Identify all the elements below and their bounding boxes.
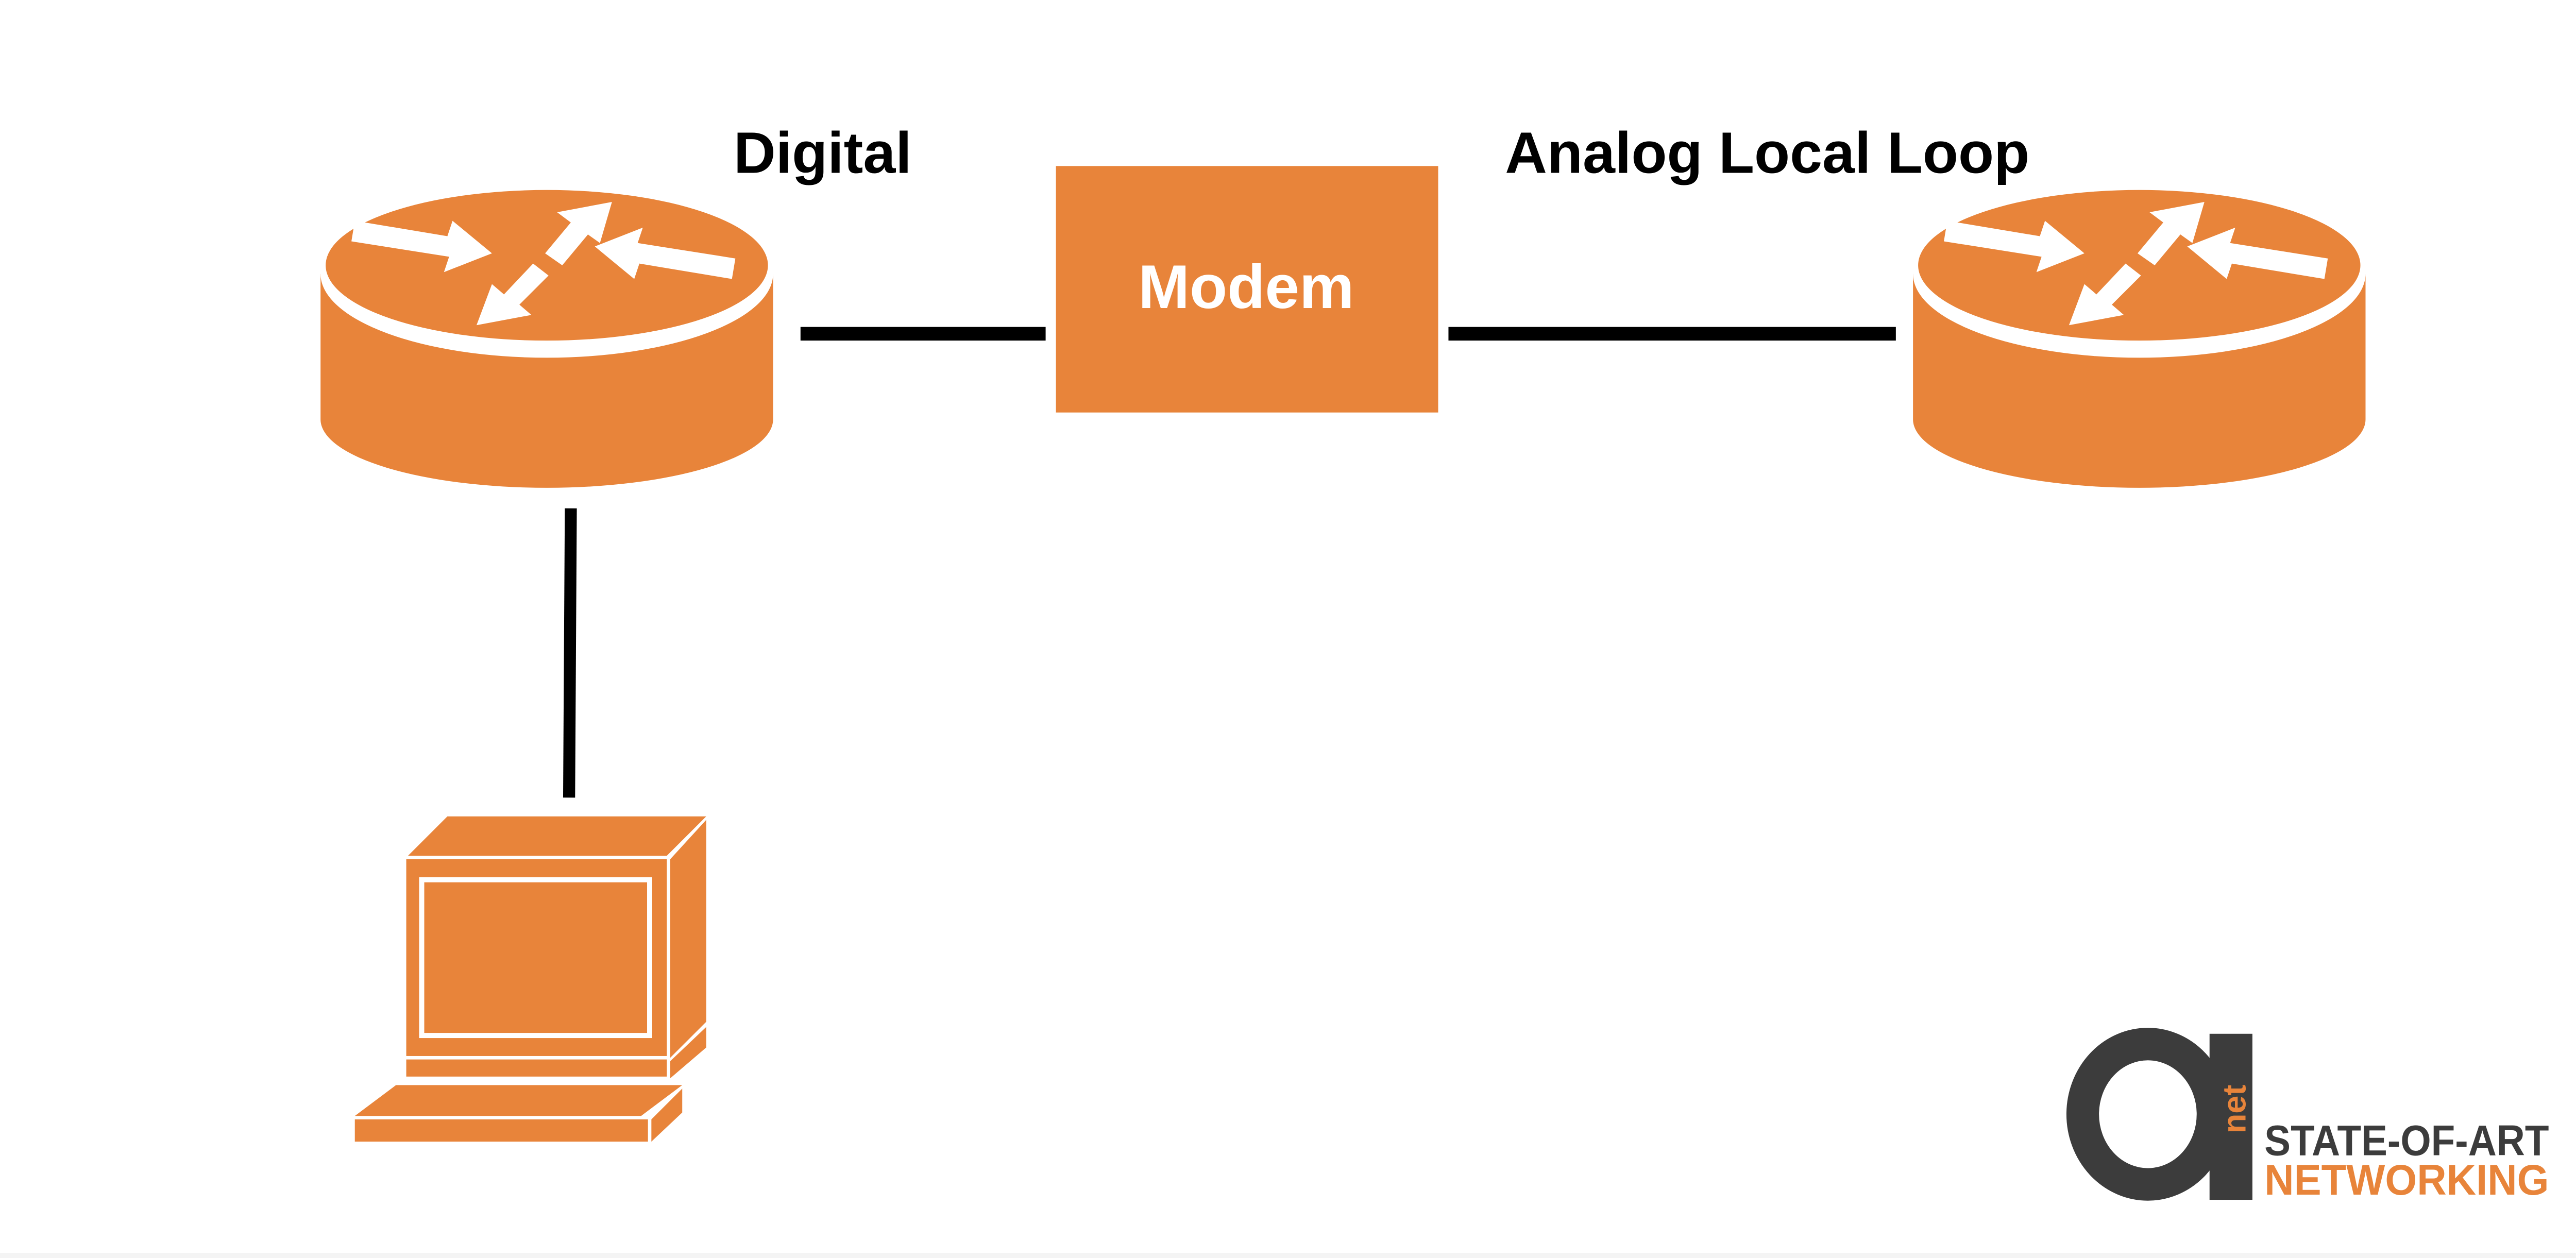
brand-logo: net STATE-OF-ART NETWORKING: [2066, 1028, 2549, 1204]
computer-icon: [354, 816, 706, 1142]
logo-mark-sub: net: [2217, 1085, 2253, 1134]
logo-line-1: STATE-OF-ART: [2264, 1117, 2549, 1165]
logo-mark: net: [2066, 1028, 2253, 1201]
router-right-icon: [1913, 190, 2366, 488]
link-router-to-computer: [563, 508, 577, 798]
logo-line-2: NETWORKING: [2264, 1156, 2549, 1204]
router-left-icon: [320, 190, 773, 488]
bottom-edge: [0, 1253, 2576, 1258]
modem-box: [1056, 166, 1438, 413]
analog-label: Analog Local Loop: [1505, 121, 2029, 185]
digital-label: Digital: [734, 121, 912, 185]
modem-label: Modem: [1138, 253, 1354, 321]
